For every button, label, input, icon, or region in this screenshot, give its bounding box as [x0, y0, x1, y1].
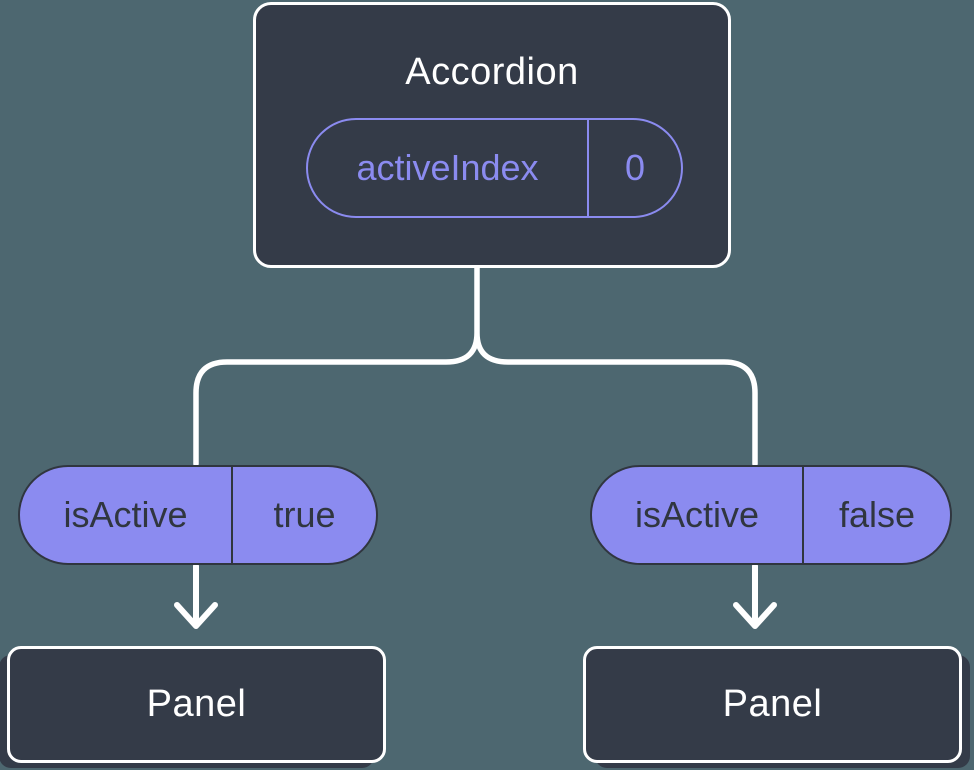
state-pill-name: activeIndex: [356, 147, 539, 188]
prop-pill-left-name: isActive: [63, 494, 188, 535]
prop-pill-right-name: isActive: [634, 494, 760, 535]
prop-pill-right-value: false: [802, 467, 950, 563]
prop-pill-right: isActive false: [590, 465, 952, 565]
prop-pill-left-value: true: [231, 467, 376, 563]
prop-pill-left: isActive true: [18, 465, 378, 565]
left-arrow-down-icon: [174, 563, 218, 629]
panel-node-left: Panel: [7, 646, 386, 763]
accordion-node-title: Accordion: [405, 51, 579, 93]
accordion-node: Accordion activeIndex 0: [253, 2, 731, 268]
right-arrow-down-icon: [733, 563, 777, 629]
state-pill: activeIndex 0: [306, 118, 683, 218]
panel-node-right: Panel: [583, 646, 962, 763]
state-pill-value: 0: [587, 120, 681, 216]
tree-branch-lines: [193, 263, 758, 467]
